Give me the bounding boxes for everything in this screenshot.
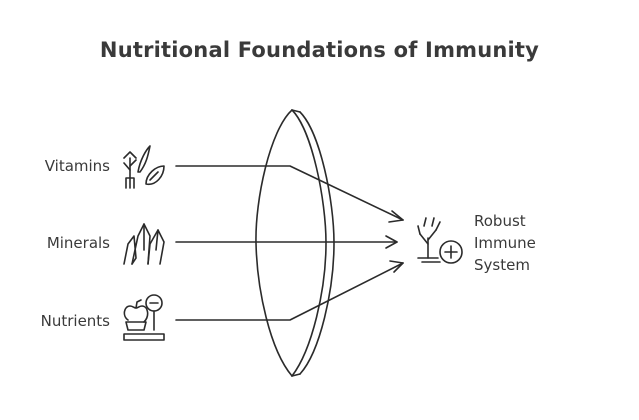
input-label-vitamins: Vitamins: [44, 157, 110, 175]
outcome-label: Robust Immune System: [474, 210, 624, 276]
outcome-line-3: System: [474, 256, 530, 274]
apple-scale-icon: [123, 294, 165, 341]
diagram-title: Nutritional Foundations of Immunity: [99, 38, 540, 62]
arrow-minerals: [175, 235, 398, 249]
outcome-line-1: Robust: [474, 212, 526, 230]
arrow-vitamins: [175, 165, 404, 223]
arrow-nutrients: [175, 260, 404, 321]
input-label-nutrients: Nutrients: [40, 312, 110, 330]
input-label-minerals: Minerals: [46, 234, 110, 252]
outcome-line-2: Immune: [474, 234, 536, 252]
tree-shield-plus-icon: [417, 217, 463, 264]
crystal-icon: [123, 223, 165, 265]
plant-leaf-icon: [123, 145, 165, 189]
lens-shape: [255, 109, 335, 377]
